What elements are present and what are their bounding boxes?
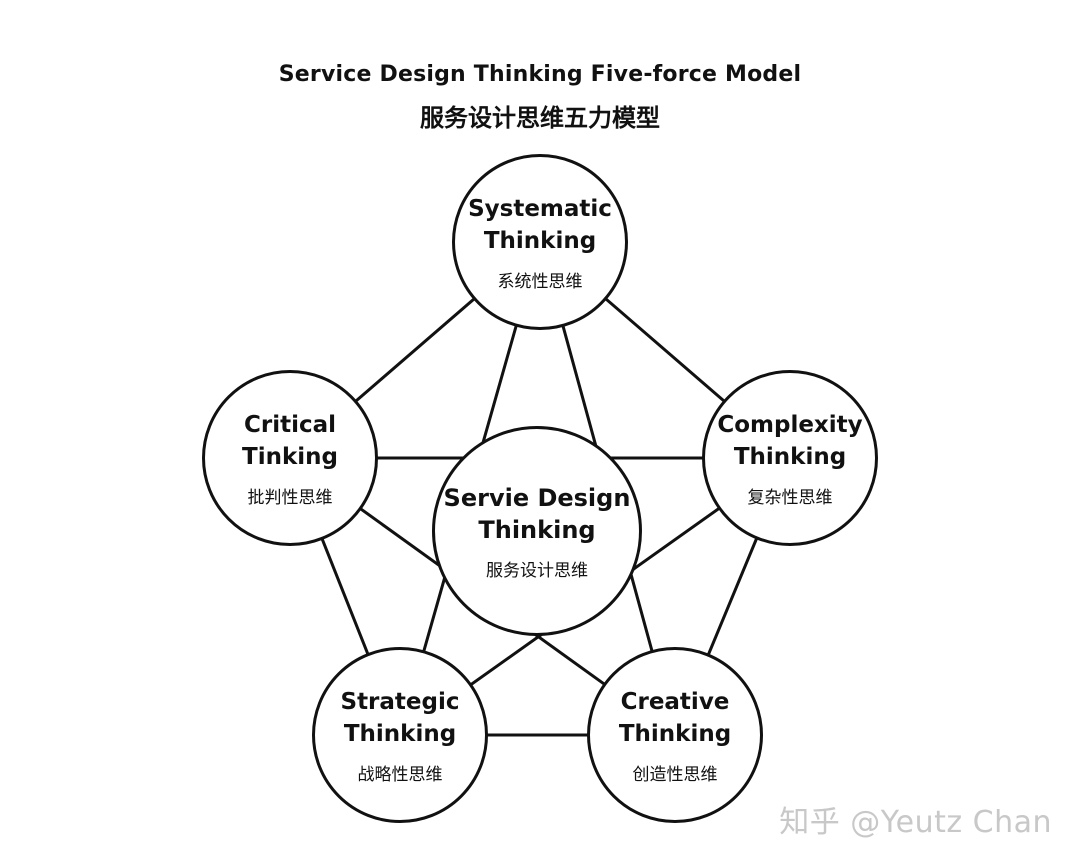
node-creative-en: Creative Thinking	[618, 688, 732, 747]
node-strategic-zh: 战略性思维	[357, 764, 443, 785]
node-systematic-zh: 系统性思维	[497, 271, 583, 292]
node-systematic-en: Systematic Thinking	[468, 195, 612, 254]
diagram-title-en: Service Design Thinking Five-force Model	[278, 62, 802, 87]
node-critical-thinking: Critical Tinking 批判性思维	[202, 370, 378, 546]
watermark: 知乎 @Yeutz Chan	[779, 805, 1052, 840]
node-strategic-en: Strategic Thinking	[340, 688, 460, 747]
node-complexity-zh: 复杂性思维	[747, 487, 833, 508]
node-service-design-thinking: Servie Design Thinking 服务设计思维	[432, 426, 642, 636]
node-strategic-thinking: Strategic Thinking 战略性思维	[312, 647, 488, 823]
node-critical-zh: 批判性思维	[247, 487, 333, 508]
node-complexity-thinking: Complexity Thinking 复杂性思维	[702, 370, 878, 546]
node-center-en: Servie Design Thinking	[443, 483, 631, 544]
diagram-title-zh: 服务设计思维五力模型	[420, 104, 660, 132]
node-systematic-thinking: Systematic Thinking 系统性思维	[452, 154, 628, 330]
node-creative-thinking: Creative Thinking 创造性思维	[587, 647, 763, 823]
node-creative-zh: 创造性思维	[632, 764, 718, 785]
node-center-zh: 服务设计思维	[486, 560, 588, 581]
node-complexity-en: Complexity Thinking	[717, 411, 863, 470]
node-critical-en: Critical Tinking	[242, 411, 338, 470]
